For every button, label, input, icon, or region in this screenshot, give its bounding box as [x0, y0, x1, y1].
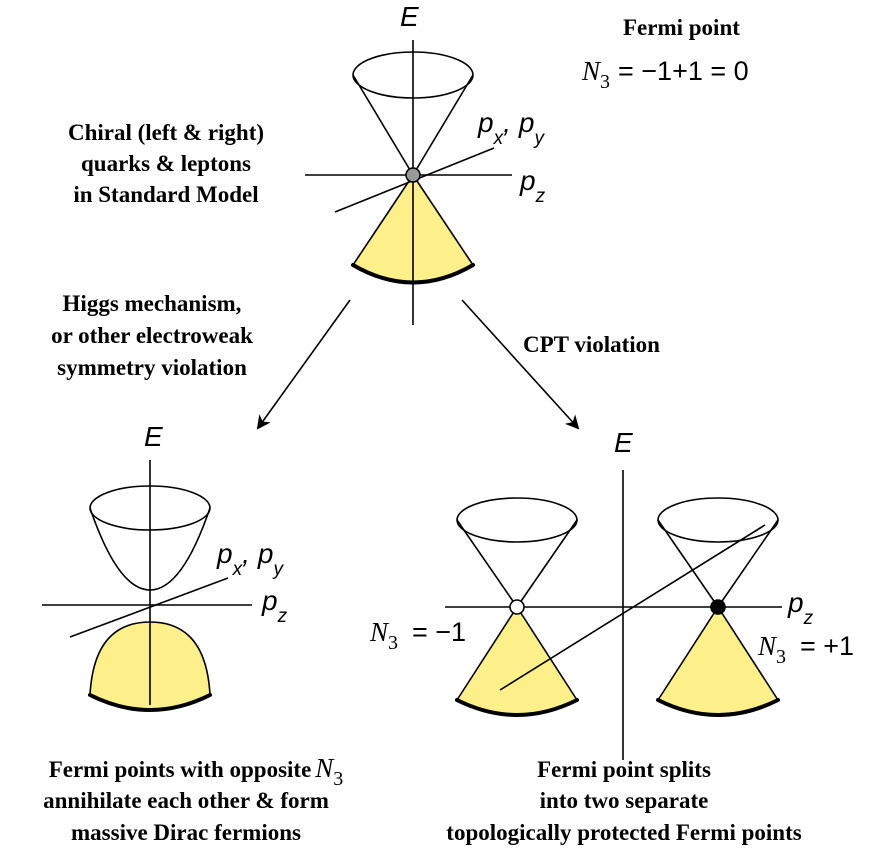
- split-axis-e-label: E: [614, 427, 633, 458]
- split-left-cone: [455, 497, 579, 717]
- top-fermi-point: [405, 167, 421, 183]
- svg-text:annihilate each other & form: annihilate each other & form: [43, 788, 329, 813]
- svg-text:symmetry violation: symmetry violation: [57, 355, 247, 380]
- top-axis-e-label: E: [400, 1, 419, 32]
- arrow-to-split: [461, 299, 580, 430]
- split-right-n3-label: N3= +1: [757, 631, 854, 668]
- split-left-fermi-point: [509, 599, 525, 615]
- split-caption: Fermi point splits into two separate top…: [446, 757, 801, 845]
- svg-text:quarks & leptons: quarks & leptons: [81, 151, 251, 176]
- top-cone-diagram: E px,py pz: [305, 1, 546, 325]
- top-axis-pz-label: pz: [519, 165, 546, 207]
- arrow-to-dirac: [256, 299, 351, 430]
- svg-text:topologically protected Fermi: topologically protected Fermi points: [446, 820, 801, 845]
- svg-text:in Standard Model: in Standard Model: [73, 182, 258, 207]
- svg-text:into two separate: into two separate: [540, 788, 709, 813]
- split-right-cone: [656, 497, 780, 717]
- svg-text:or other electroweak: or other electroweak: [51, 323, 253, 348]
- standard-model-label: Chiral (left & right) quarks & leptons i…: [68, 120, 264, 207]
- dirac-axis-pxpy-label: px,py: [216, 538, 284, 580]
- split-axis-pz-label: pz: [787, 587, 814, 629]
- split-diagram: E pz N3= −1 N3= +1: [369, 427, 854, 760]
- n3-equation: N3= −1+1 = 0: [581, 56, 749, 93]
- svg-text:Higgs mechanism,: Higgs mechanism,: [63, 291, 242, 316]
- dirac-diagram: E px,py pz: [42, 421, 288, 712]
- higgs-mechanism-label: Higgs mechanism, or other electroweak sy…: [51, 291, 253, 380]
- fermi-point-title: Fermi point: [623, 15, 740, 40]
- dirac-pxpy-axis: [69, 577, 229, 638]
- top-axis-pxpy-label: px,py: [477, 107, 545, 149]
- svg-text:Chiral (left & right): Chiral (left & right): [68, 120, 264, 145]
- svg-text:massive Dirac fermions: massive Dirac fermions: [71, 820, 301, 845]
- split-left-n3-label: N3= −1: [369, 617, 466, 654]
- cpt-violation-label: CPT violation: [523, 332, 660, 357]
- svg-text:Fermi point splits: Fermi point splits: [537, 757, 711, 782]
- split-right-fermi-point: [710, 599, 726, 615]
- dirac-axis-pz-label: pz: [261, 585, 288, 627]
- dirac-axis-e-label: E: [144, 421, 163, 452]
- split-pxpy-axis: [499, 524, 766, 691]
